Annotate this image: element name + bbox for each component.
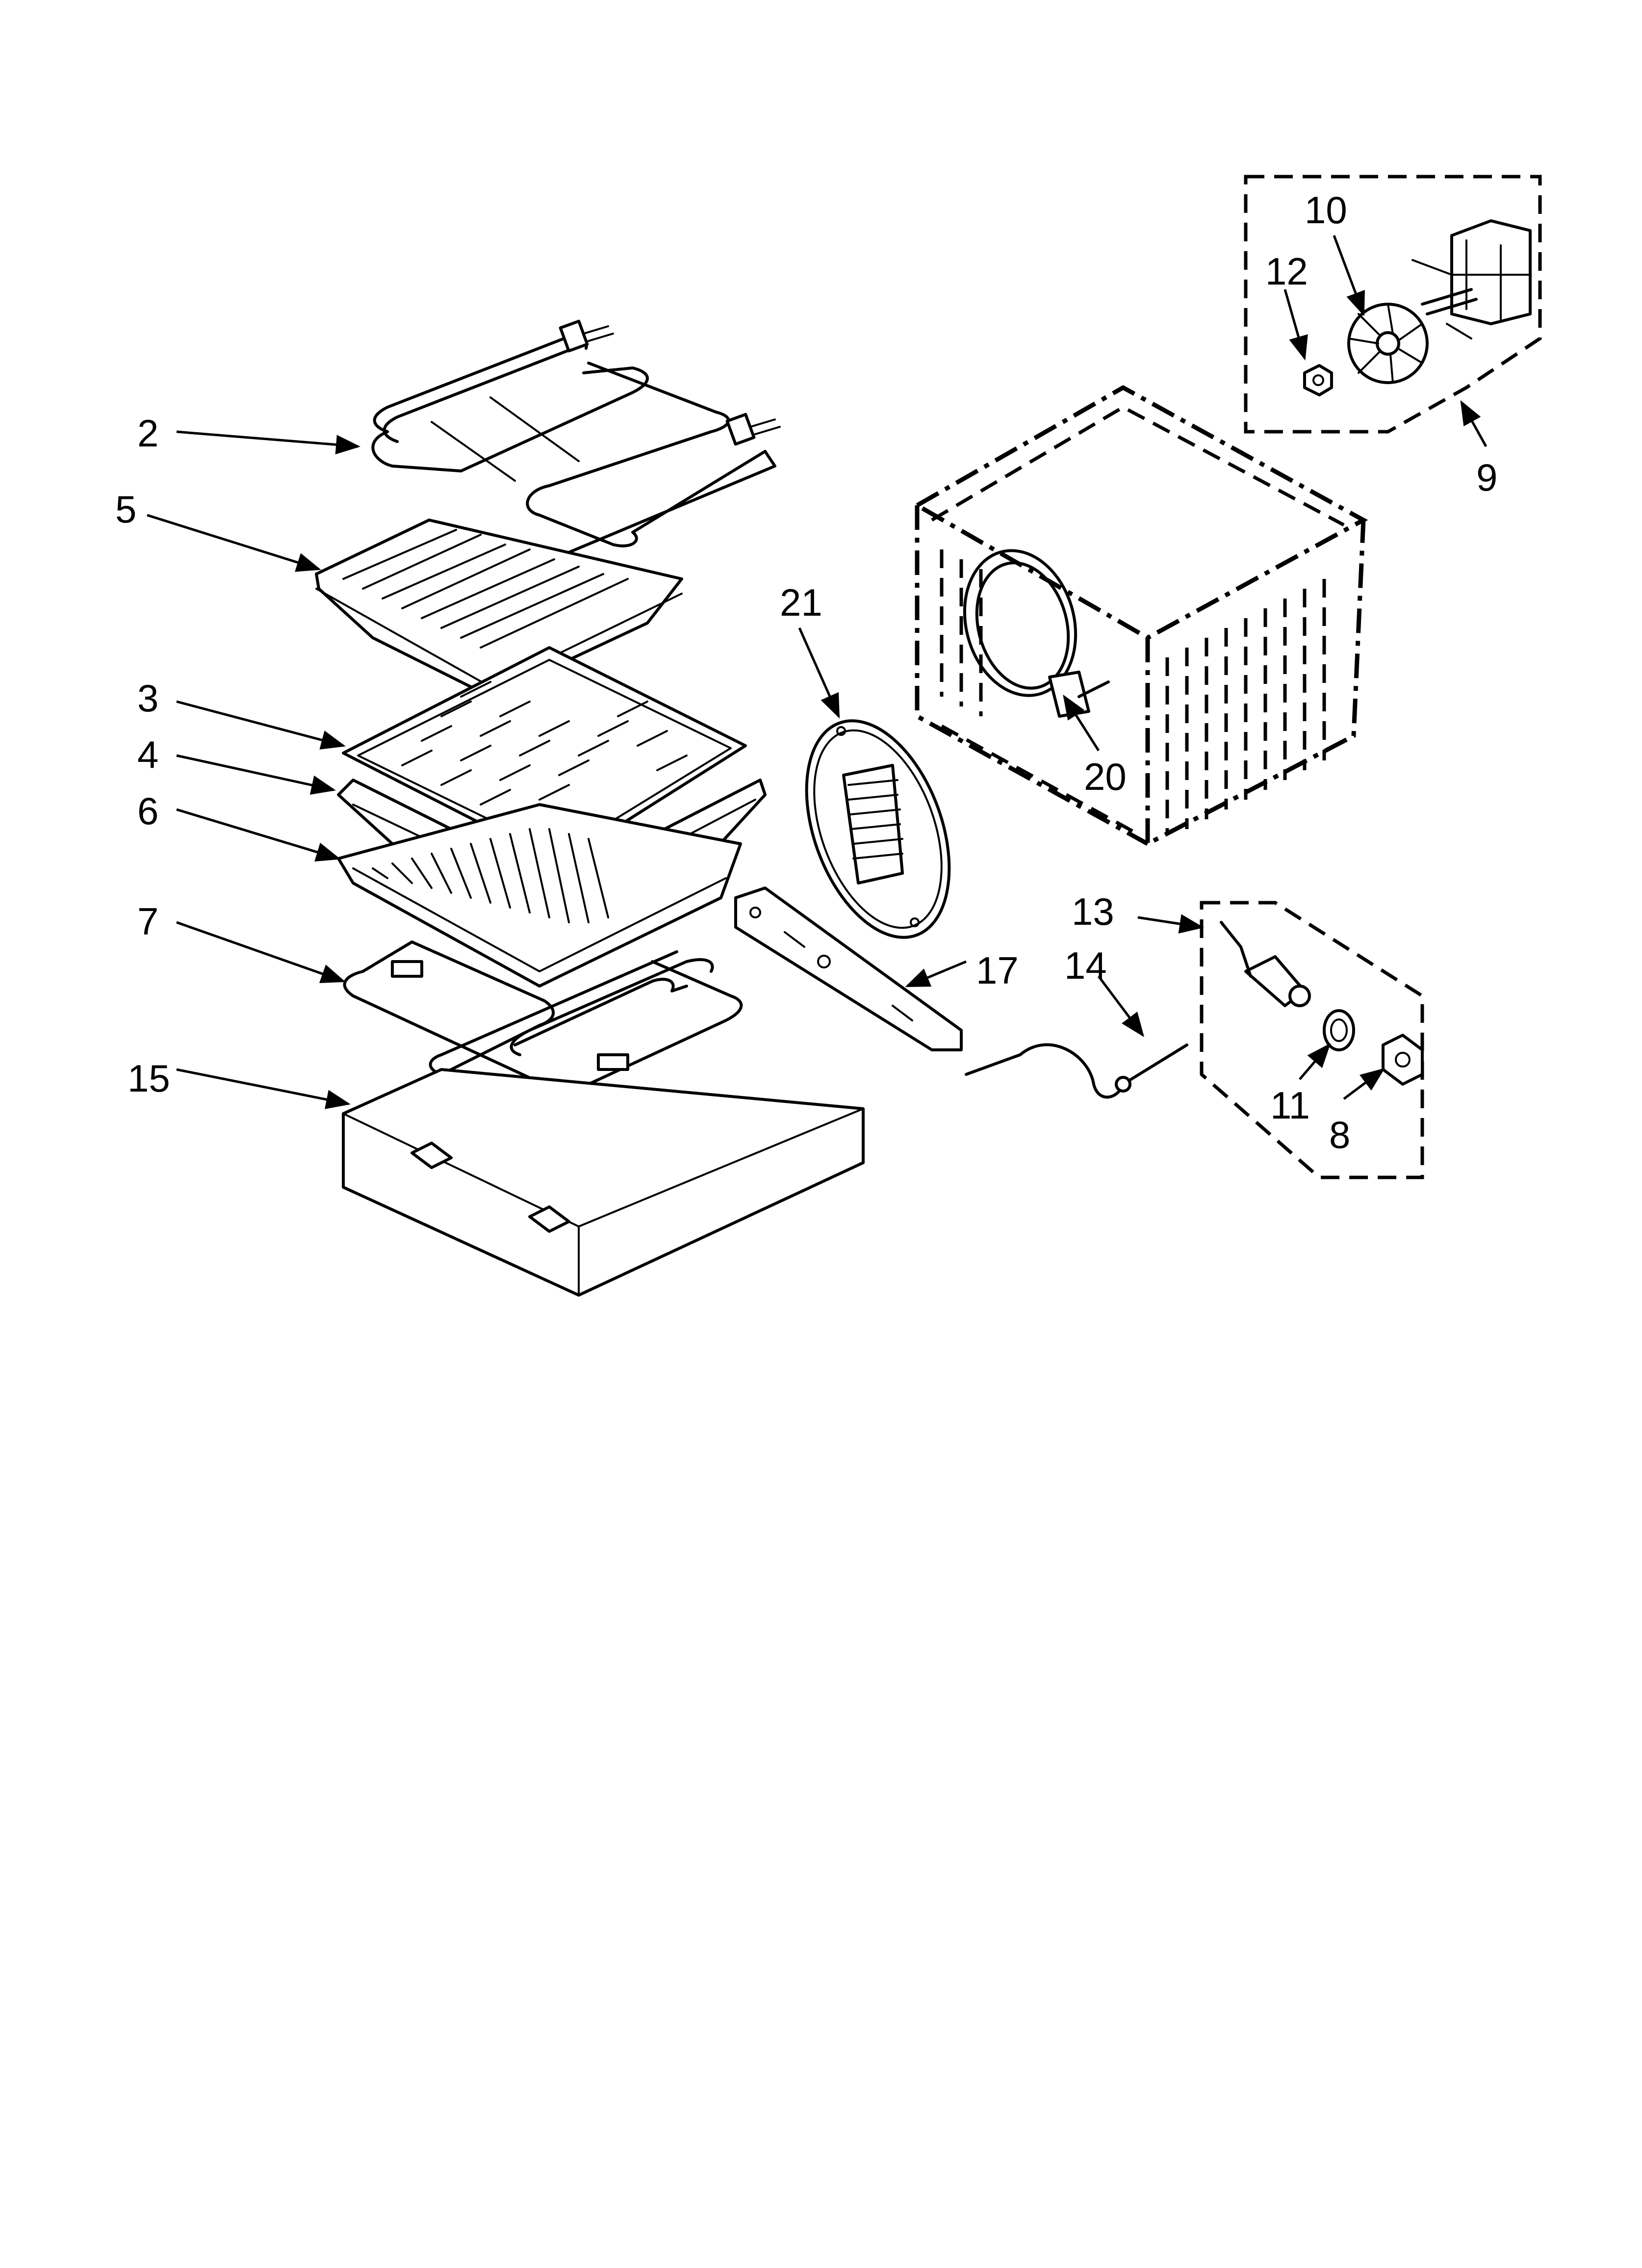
callout-14: 14 [1064, 944, 1107, 987]
group-13-probe-assembly [1200, 901, 1424, 1179]
part-21-fan-cover [805, 719, 951, 939]
callout-5: 5 [115, 488, 136, 531]
part-14-meat-probe [965, 1043, 1188, 1099]
part-17-bracket [734, 886, 963, 1051]
callout-12: 12 [1265, 250, 1308, 293]
part-10-fan-blade [1347, 303, 1429, 384]
part-2-bake-element [371, 319, 781, 556]
callout-17: 17 [976, 949, 1019, 992]
part-6-oven-rack [337, 803, 742, 988]
group-9-motor-assembly [1244, 175, 1542, 434]
callout-8: 8 [1329, 1113, 1350, 1156]
callout-20: 20 [1084, 755, 1127, 798]
callout-10: 10 [1305, 188, 1347, 232]
callout-4: 4 [137, 733, 158, 776]
part-15-bake-tray [342, 1068, 865, 1297]
callout-21: 21 [780, 581, 822, 624]
callout-13: 13 [1072, 890, 1114, 933]
callout-7: 7 [137, 900, 158, 943]
oven-cavity [912, 385, 1368, 848]
part-8-nut [1382, 1034, 1424, 1086]
callout-15: 15 [128, 1057, 170, 1100]
callout-3: 3 [137, 677, 158, 720]
part-11-washer [1323, 1009, 1355, 1051]
part-12-nut [1303, 364, 1333, 396]
callout-11: 11 [1270, 1084, 1310, 1127]
callout-9: 9 [1476, 456, 1497, 499]
callout-labels: 2 5 3 4 6 7 15 21 20 17 13 14 11 8 12 10… [115, 188, 1497, 1156]
callout-6: 6 [137, 789, 158, 833]
callout-2: 2 [137, 412, 158, 455]
callout-leaders [147, 235, 1488, 1109]
part-20-convection-element [963, 549, 1110, 718]
